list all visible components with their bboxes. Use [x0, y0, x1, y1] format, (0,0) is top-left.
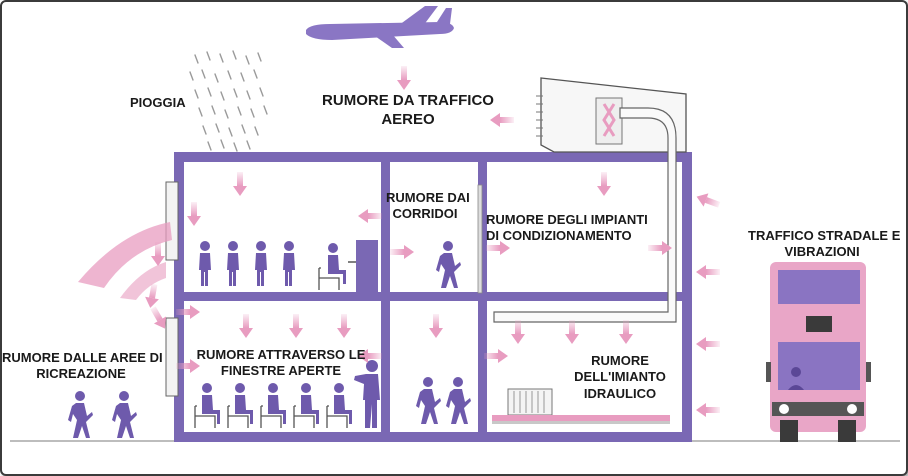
window-upper [165, 181, 179, 261]
playground-children [68, 391, 137, 438]
label-plumbing: RUMORE DELL'IMIANTO IDRAULICO [570, 353, 670, 402]
label-road-traffic-line2: VIBRAZIONI [784, 244, 860, 260]
building-structure [174, 152, 692, 442]
label-air-traffic: RUMORE DA TRAFFICO AEREO [312, 92, 504, 130]
label-air-traffic-line1: RUMORE DA TRAFFICO [322, 92, 494, 109]
label-hvac: RUMORE DEGLI IMPIANTI DI CONDIZIONAMENTO [486, 212, 648, 245]
students-upper [199, 241, 295, 286]
label-corridors-line1: RUMORE DAI [386, 190, 470, 205]
label-plumbing-line3: IDRAULICO [583, 385, 657, 401]
air-duct [493, 107, 677, 323]
label-open-windows-line2: FINESTRE APERTE [220, 363, 342, 379]
label-corridors-line2: CORRIDOI [392, 206, 458, 222]
teacher-standing [354, 360, 380, 428]
window-lower [165, 317, 179, 397]
corridor-children [416, 377, 471, 424]
label-road-traffic: TRAFFICO STRADALE E VIBRAZIONI [748, 228, 901, 261]
label-recreation-line1: RUMORE DALLE AREE DI [2, 350, 163, 365]
corridor-walker [436, 241, 461, 288]
radiator-icon [492, 388, 670, 424]
label-corridors: RUMORE DAI CORRIDOI [386, 190, 470, 223]
label-open-windows: RUMORE ATTRAVERSO LE FINESTRE APERTE [192, 347, 370, 380]
label-air-traffic-line2: AEREO [381, 110, 435, 128]
label-plumbing-line1: RUMORE [591, 353, 649, 368]
label-plumbing-line2: DELL'IMIANTO [574, 369, 666, 385]
corridor-pipe [477, 184, 483, 294]
teacher-desk [318, 240, 378, 292]
label-recreation: RUMORE DALLE AREE DI RICREAZIONE [2, 350, 163, 383]
students-lower [194, 383, 352, 429]
airplane-icon [306, 6, 454, 48]
label-hvac-line1: RUMORE DEGLI IMPIANTI [486, 212, 648, 227]
label-recreation-line2: RICREAZIONE [36, 366, 126, 382]
label-road-traffic-line1: TRAFFICO STRADALE E [748, 228, 901, 243]
label-open-windows-line1: RUMORE ATTRAVERSO LE [196, 347, 366, 362]
label-hvac-line2: DI CONDIZIONAMENTO [486, 228, 632, 244]
playground-sound-wave [78, 222, 172, 288]
bus-icon [766, 262, 871, 442]
rain-icon [189, 50, 268, 152]
hvac-unit [536, 77, 687, 153]
label-rain: PIOGGIA [130, 95, 186, 110]
